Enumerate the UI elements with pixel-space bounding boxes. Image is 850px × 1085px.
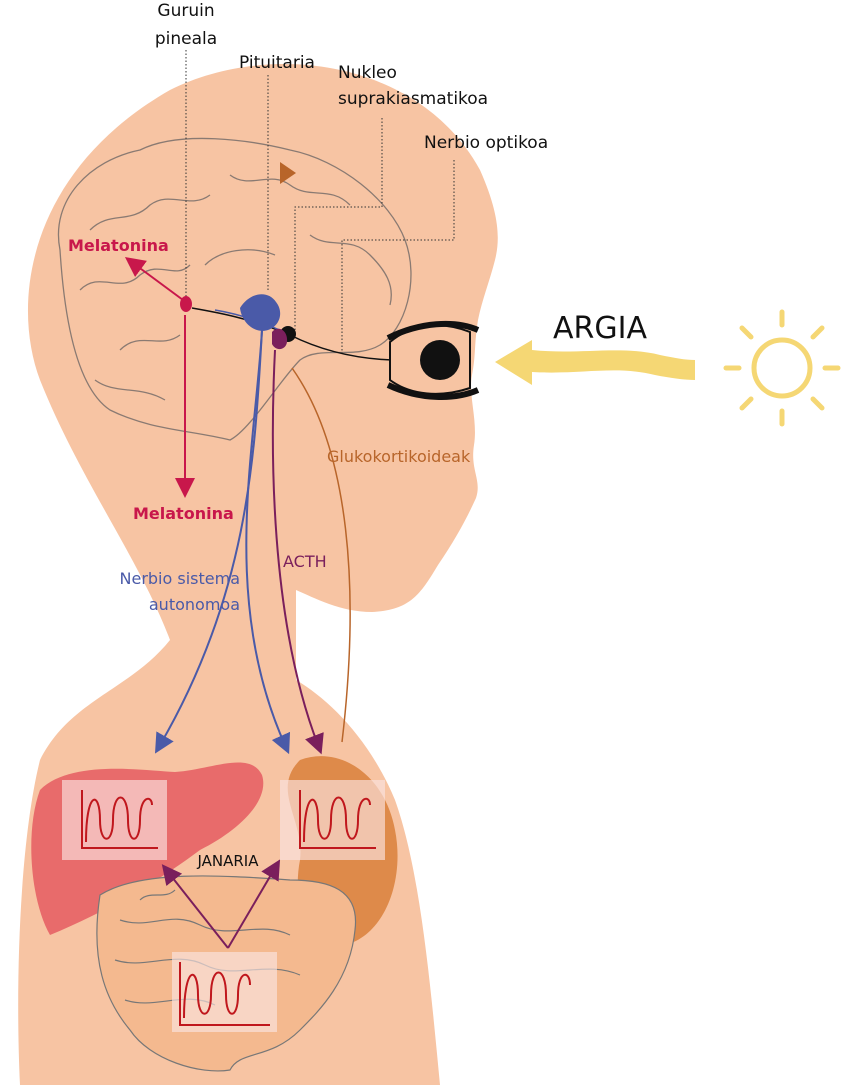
label-suprachiasmatic-line2: suprakiasmatikoa bbox=[338, 89, 488, 109]
sun-icon bbox=[726, 312, 838, 424]
label-optic-nerve: Nerbio optikoa bbox=[424, 133, 548, 153]
oscillation-icon bbox=[62, 780, 167, 860]
label-melatonin-brain: Melatonina bbox=[68, 236, 169, 255]
label-pineal-line1: Guruin bbox=[157, 1, 214, 21]
label-melatonin-body: Melatonina bbox=[133, 504, 234, 523]
light-wave-arrow-icon bbox=[495, 340, 695, 385]
oscillation-icon bbox=[172, 952, 277, 1032]
label-autonomic-line1: Nerbio sistema bbox=[120, 569, 241, 588]
eye-icon bbox=[388, 324, 478, 397]
label-pineal-line2: pineala bbox=[155, 29, 217, 49]
oscillation-icon bbox=[280, 780, 385, 860]
label-glucocorticoids: Glukokortikoideak bbox=[327, 447, 471, 466]
label-food: JANARIA bbox=[196, 852, 259, 870]
label-sunlight: ARGIA bbox=[553, 311, 647, 346]
label-acth: ACTH bbox=[283, 552, 327, 571]
label-pituitary: Pituitaria bbox=[239, 53, 315, 73]
label-suprachiasmatic-line1: Nukleo bbox=[338, 63, 397, 83]
label-autonomic-line2: autonomoa bbox=[149, 595, 240, 614]
